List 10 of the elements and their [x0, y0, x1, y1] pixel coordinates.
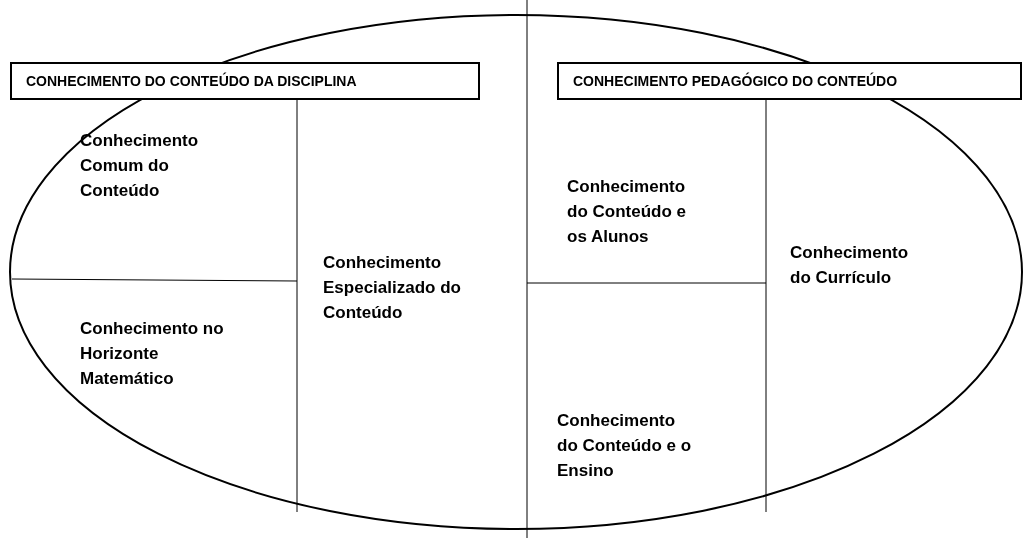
- category-header-box: [10, 62, 480, 100]
- knowledge-domain-label: Conhecimento do Currículo: [790, 240, 920, 290]
- knowledge-domain-label: Conhecimento Especializado do Conteúdo: [323, 250, 483, 325]
- header-text: CONHECIMENTO DO CONTEÚDO DA DISCIPLINA: [26, 71, 357, 91]
- header-text: CONHECIMENTO PEDAGÓGICO DO CONTEÚDO: [573, 71, 898, 91]
- knowledge-domain-label: Conhecimento do Conteúdo e os Alunos: [567, 174, 697, 249]
- knowledge-domain-label: Conhecimento do Conteúdo e o Ensino: [557, 408, 695, 483]
- knowledge-domain-label: Conhecimento Comum do Conteúdo: [80, 128, 220, 203]
- knowledge-domain-label: Conhecimento no Horizonte Matemático: [80, 316, 240, 391]
- category-header-box: [557, 62, 1022, 100]
